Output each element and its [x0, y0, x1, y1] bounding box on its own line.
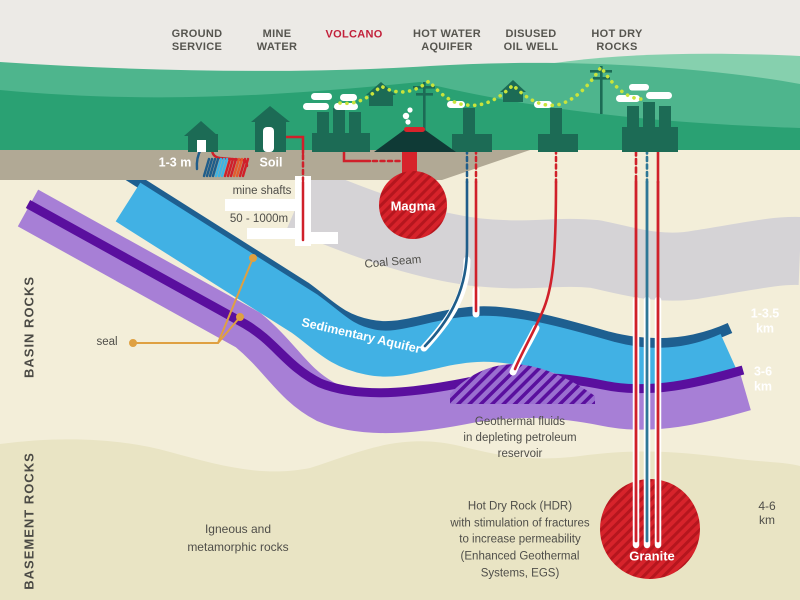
label-igneous: Igneous and metamorphic rocks [187, 522, 289, 554]
label-disused-oil-well: DISUSED OIL WELL [503, 28, 559, 53]
basement-rock-khaki [0, 439, 800, 600]
coal-seam-band [286, 166, 800, 301]
label-basement-rocks: BASEMENT ROCKS [21, 452, 37, 590]
mine-water-house-icon [251, 106, 290, 152]
label-granite: Granite [629, 548, 675, 564]
label-hot-dry-rocks: HOT DRY ROCKS [591, 28, 643, 53]
label-geothermal-fluids: Geothermal fluids in depleting petroleum… [463, 415, 577, 461]
mine-water-pipe [284, 135, 305, 155]
oil-well-power-plant-icon [534, 101, 578, 152]
magma-conduit [402, 150, 417, 178]
label-hot-water-aquifer: HOT WATER AQUIFER [413, 28, 481, 53]
label-basin-rocks: BASIN ROCKS [21, 275, 37, 379]
label-mine-depth: 50 - 1000m [229, 213, 289, 226]
label-magma: Magma [390, 198, 436, 214]
volcano-plant-pipe [342, 150, 372, 163]
sedimentary-aquifer-band [115, 170, 740, 394]
power-pylon-icon [413, 82, 435, 130]
label-volcano: VOLCANO [325, 28, 383, 41]
surface-buildings [184, 66, 678, 152]
power-pylon-2-icon [590, 66, 612, 114]
label-seal: seal [96, 336, 118, 349]
ground-loop-coil [195, 147, 250, 178]
soil-strip [0, 150, 530, 180]
hill-house-icon [366, 82, 396, 106]
label-depth-granite: 4-6 km [758, 498, 776, 527]
label-mine-shafts: mine shafts [232, 185, 292, 198]
label-soil: Soil [259, 155, 283, 170]
seal-callout [129, 254, 257, 347]
volcano-power-plant-icon [303, 93, 370, 152]
label-depth-aquifer: 1-3.5 km [750, 306, 780, 335]
aquifer-body [115, 182, 740, 394]
mine-gallery-upper [225, 199, 295, 211]
petroleum-reservoir-hatch [450, 364, 595, 404]
label-ground-service: GROUND SERVICE [171, 28, 223, 53]
volcano-icon [374, 107, 456, 152]
magma-circle [379, 171, 447, 239]
aquifer-top-edge [125, 170, 733, 350]
magma-blob [379, 150, 447, 239]
label-hot-dry-rock-note: Hot Dry Rock (HDR) with stimulation of f… [450, 500, 590, 580]
hill-house-2-icon [500, 80, 526, 102]
label-mine-water: MINE WATER [256, 28, 298, 53]
well-pipes [284, 135, 662, 549]
label-depth-seal: 3-6 km [753, 364, 773, 393]
label-depth-shallow: 1-3 m [158, 155, 192, 170]
mine-gallery-right [311, 232, 338, 244]
mine-gallery-lower [247, 228, 295, 239]
ground-source-house-icon [184, 121, 218, 152]
hot-dry-rock-wells [632, 140, 662, 549]
